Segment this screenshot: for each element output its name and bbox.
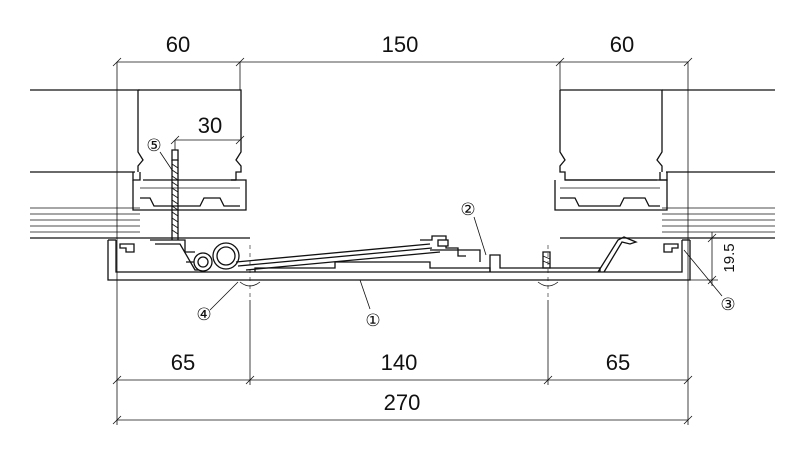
top-dimension-line bbox=[112, 57, 693, 270]
left-finish-block bbox=[132, 89, 247, 211]
bottom-dimension-lines bbox=[112, 270, 693, 425]
dim-bottom-left-label: 65 bbox=[171, 350, 195, 375]
left-slab-layers bbox=[30, 89, 250, 239]
height-dimension bbox=[690, 232, 718, 286]
callout-leaders bbox=[159, 151, 723, 311]
dim-bottom-middle-label: 140 bbox=[381, 350, 418, 375]
callout-3-label: ③ bbox=[720, 295, 735, 314]
right-flap bbox=[597, 236, 638, 273]
callout-4-label: ④ bbox=[196, 305, 211, 324]
right-finish-block bbox=[554, 89, 668, 211]
dim-height-label: 19.5 bbox=[721, 243, 738, 272]
base-frame bbox=[107, 239, 691, 281]
dim-overall-label: 270 bbox=[384, 390, 421, 415]
callout-2-label: ② bbox=[460, 200, 475, 219]
callout-5-label: ⑤ bbox=[146, 136, 161, 155]
screw-offset-dimension bbox=[170, 135, 245, 150]
dim-bottom-right-label: 65 bbox=[606, 350, 630, 375]
right-slab-layers bbox=[560, 89, 775, 239]
dim-top-right-label: 60 bbox=[610, 32, 634, 57]
anchor-screw bbox=[171, 149, 179, 240]
right-small-screw bbox=[542, 251, 551, 269]
dim-top-left-label: 60 bbox=[166, 32, 190, 57]
dim-top-middle-label: 150 bbox=[382, 32, 419, 57]
dim-screw-offset-label: 30 bbox=[198, 113, 222, 138]
left-hinge bbox=[150, 239, 240, 272]
cover-plate bbox=[235, 235, 481, 271]
centre-lines bbox=[239, 245, 559, 300]
callout-1-label: ① bbox=[365, 311, 380, 330]
